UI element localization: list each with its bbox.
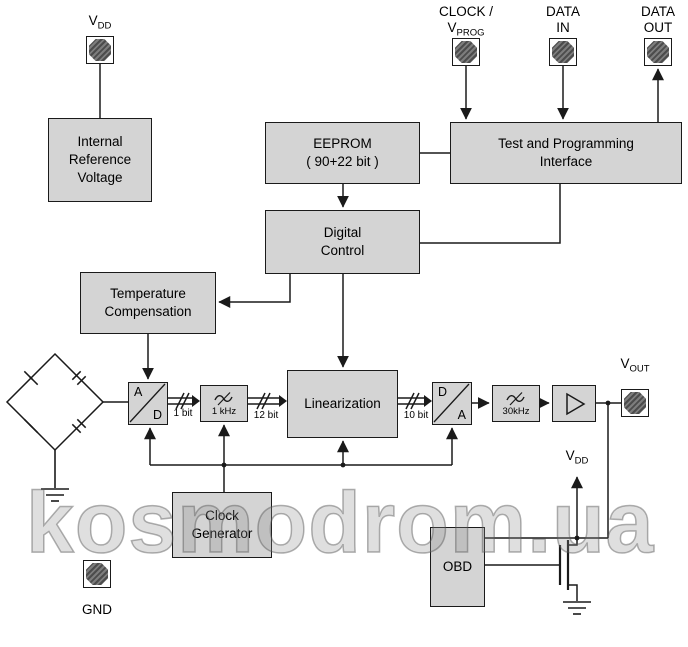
- ground-symbol-left-icon: [41, 450, 69, 502]
- filter-frequency-label: 30kHz: [502, 405, 530, 417]
- lowpass-filter-1khz-block: 1 kHz: [200, 385, 248, 422]
- internal-reference-voltage-block: Internal Reference Voltage: [48, 118, 152, 202]
- dac-diagonal-icon: [433, 383, 470, 423]
- clock-generator-block: Clock Generator: [172, 492, 272, 558]
- clock-vprog-pad: [452, 38, 480, 66]
- wheatstone-bridge-icon: [5, 352, 105, 452]
- lowpass-filter-icon: [214, 391, 233, 406]
- pad-core-icon: [624, 392, 646, 414]
- bus-width-label-1bit: 1 bit: [173, 408, 193, 419]
- amplifier-triangle-icon: [566, 392, 586, 415]
- adc-letter-d: D: [152, 408, 162, 422]
- bus-width-label-12bit: 12 bit: [253, 410, 279, 421]
- vdd-right-label: VDD: [565, 448, 589, 467]
- pad-core-icon: [86, 563, 108, 585]
- digital-control-block: Digital Control: [265, 210, 420, 274]
- top-wires: [99, 64, 664, 380]
- filter-frequency-label: 1 kHz: [211, 405, 237, 417]
- adc-letter-a: A: [134, 385, 143, 399]
- bus-arrowheads: [192, 395, 611, 541]
- clock-distribution-wires: [144, 424, 458, 492]
- mosfet-icon: [558, 540, 570, 590]
- eeprom-block: EEPROM ( 90+22 bit ): [265, 122, 420, 184]
- dac-letter-d: D: [438, 385, 448, 399]
- lowpass-filter-30khz-block: 30kHz: [492, 385, 540, 422]
- vdd-top-label: VDD: [88, 13, 112, 32]
- clock-vprog-label: CLOCK / VPROG: [438, 4, 493, 39]
- pad-core-icon: [647, 41, 669, 63]
- adc-diagonal-icon: [129, 383, 166, 423]
- gnd-label: GND: [82, 602, 112, 617]
- dac-block: D A: [432, 382, 472, 425]
- dac-letter-a: A: [457, 408, 466, 422]
- pad-core-icon: [89, 39, 111, 61]
- data-in-pad: [549, 38, 577, 66]
- vout-label: VOUT: [620, 356, 650, 375]
- pad-core-icon: [552, 41, 574, 63]
- output-amplifier-block: [552, 385, 596, 422]
- vout-pad: [621, 389, 649, 417]
- test-programming-interface-block: Test and Programming Interface: [450, 122, 682, 184]
- lowpass-filter-icon: [506, 391, 525, 406]
- vdd-pad: [86, 36, 114, 64]
- obd-block: OBD: [430, 527, 485, 607]
- linearization-block: Linearization: [287, 370, 398, 438]
- gnd-pad: [83, 560, 111, 588]
- signal-chain-wires: [103, 392, 621, 410]
- data-out-pad: [644, 38, 672, 66]
- output-stage-wires: [485, 403, 609, 601]
- ground-symbol-right-icon: [563, 601, 591, 615]
- adc-block: A D: [128, 382, 168, 425]
- temperature-compensation-block: Temperature Compensation: [80, 272, 216, 334]
- bus-width-label-10bit: 10 bit: [403, 410, 429, 421]
- pad-core-icon: [455, 41, 477, 63]
